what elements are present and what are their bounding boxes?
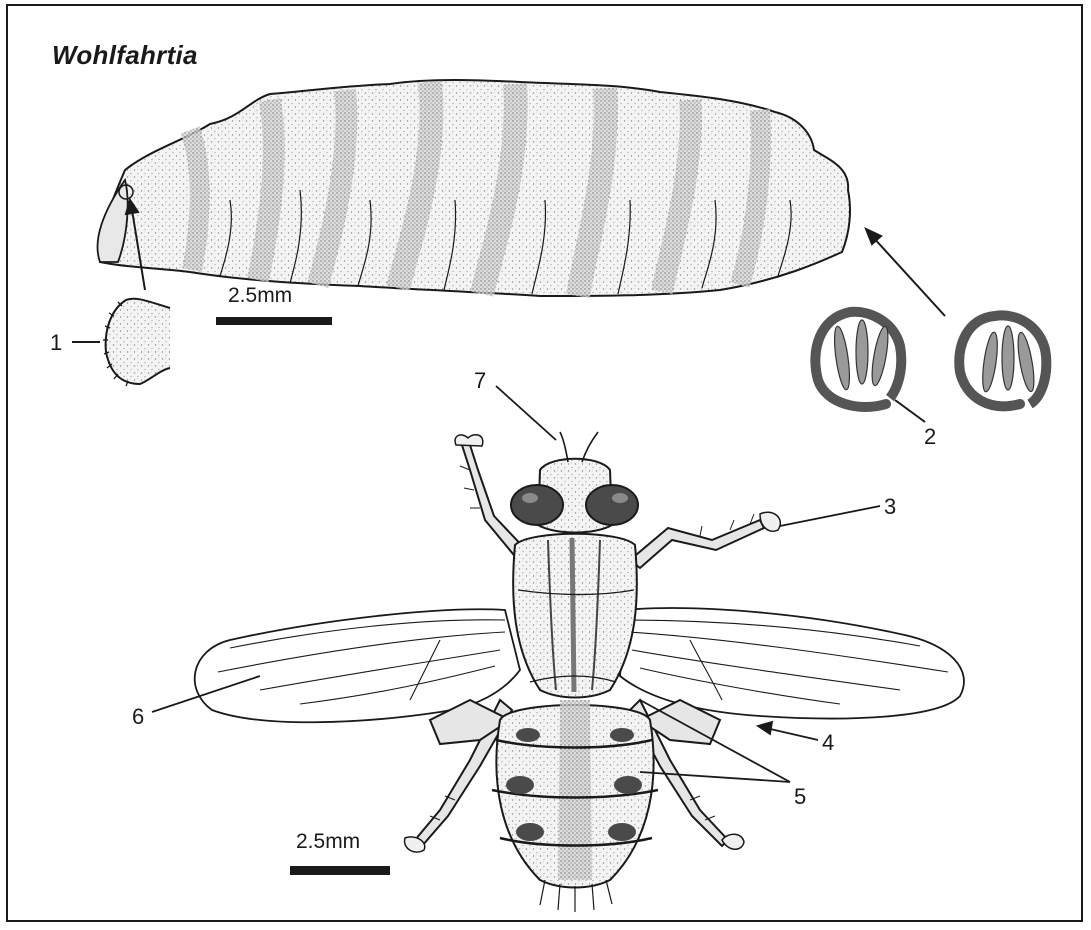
label-6: 6	[132, 706, 144, 728]
right-eye	[586, 485, 638, 525]
fly-scale-label: 2.5mm	[296, 830, 360, 854]
label-5: 5	[794, 786, 806, 808]
front-left-tarsus	[455, 435, 483, 446]
hind-right-tarsus	[722, 834, 744, 849]
fly-scale-bar	[290, 866, 390, 875]
figure-title: Wohlfahrtia	[52, 40, 198, 71]
label-1: 1	[50, 332, 62, 354]
abdomen-median-stripe	[558, 700, 592, 880]
larva-band	[190, 130, 200, 270]
detail-2-spiracles	[815, 312, 1046, 422]
detail-1-mouthhook	[72, 299, 170, 386]
larva	[98, 80, 850, 296]
label-4: 4	[822, 732, 834, 754]
larva-scale-bar	[216, 317, 332, 325]
label-2: 2	[924, 426, 936, 448]
label-7: 7	[474, 370, 486, 392]
left-eye	[511, 485, 563, 525]
label-3: 3	[884, 496, 896, 518]
larva-scale-label: 2.5mm	[228, 284, 292, 308]
right-wing	[620, 608, 964, 718]
